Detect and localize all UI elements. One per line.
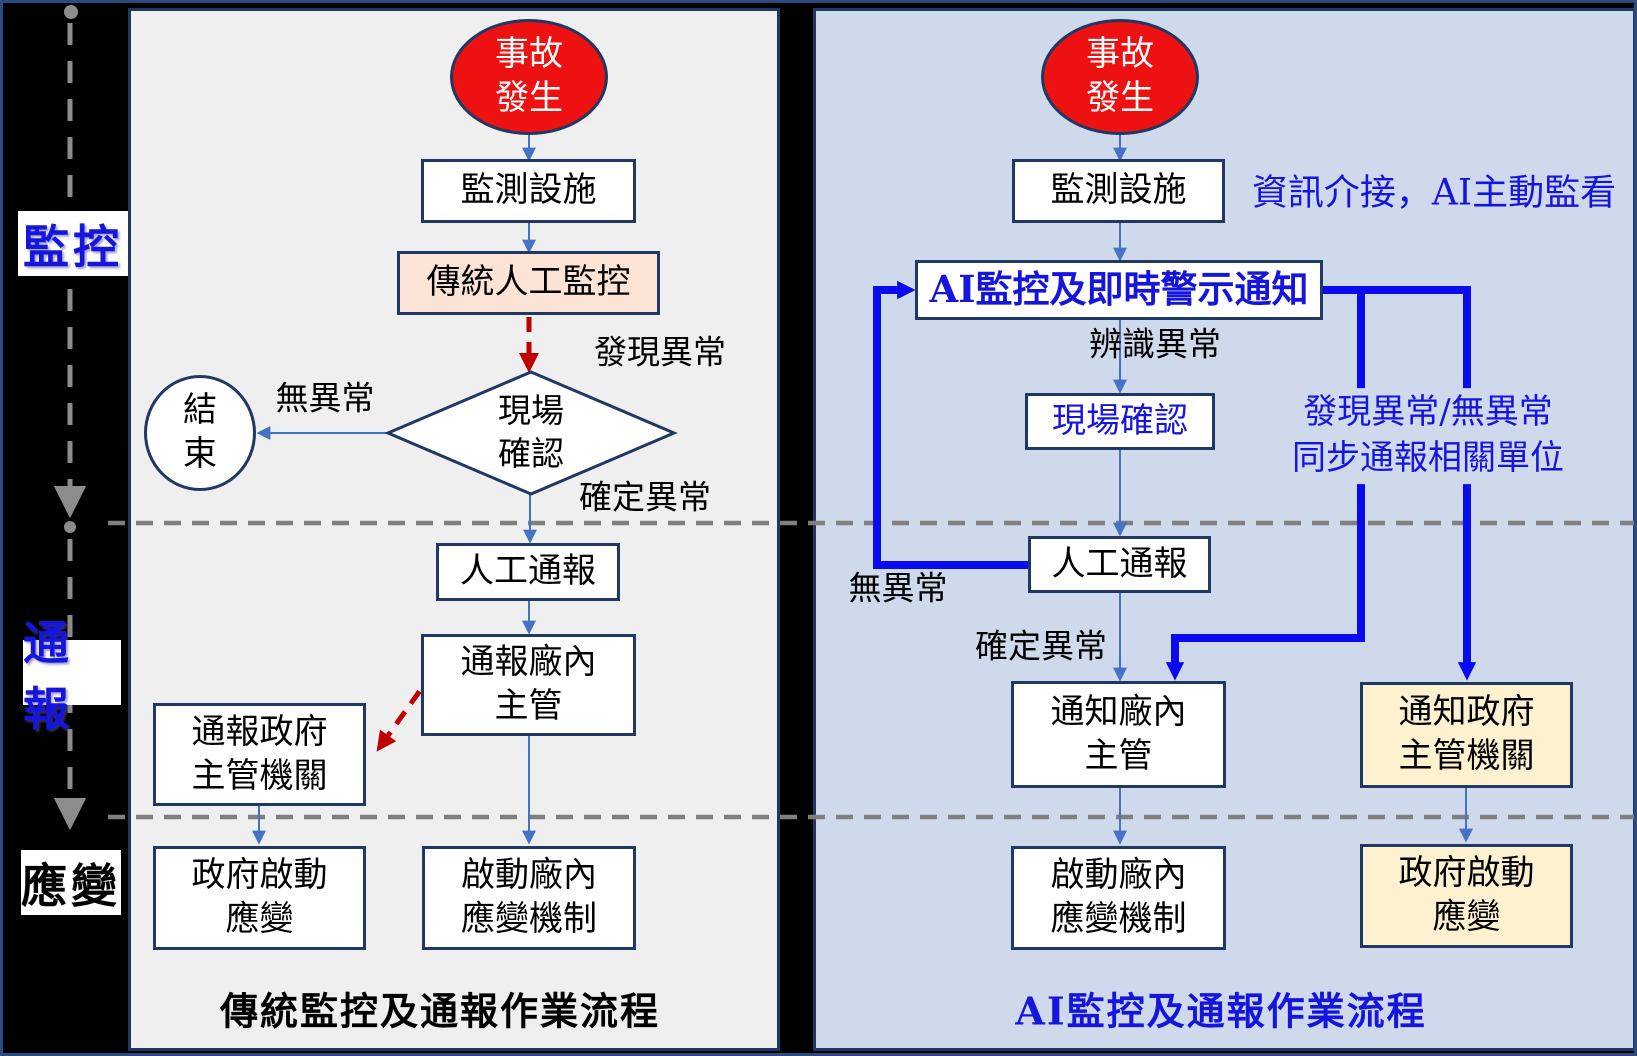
r-thick-loop-report-to-ai (873, 280, 1028, 569)
r-plant-response-node: 啟動廠內 應變機制 (1011, 846, 1226, 950)
l-found-abnormal-label: 發現異常 (594, 332, 726, 372)
r-confirmed-abnormal-label: 確定異常 (975, 626, 1107, 666)
l-monitor-facility-node: 監測設施 (421, 159, 636, 223)
r-incident-node: 事故 發生 (1041, 19, 1199, 135)
timeline-label-response: 應變 (21, 850, 121, 915)
l-plant-response-node: 啟動廠內 應變機制 (422, 846, 636, 950)
l-manual-monitoring-node: 傳統人工監控 (397, 251, 660, 315)
r-ai-monitor-node: AI監控及即時警示通知 (915, 260, 1323, 320)
r-ai-note-label: 資訊介接，AI主動監看 (1251, 172, 1617, 214)
l-panel-title: 傳統監控及通報作業流程 (219, 988, 661, 1034)
timeline-start-dot (64, 5, 78, 19)
l-incident-line1: 事故 (495, 34, 563, 75)
l-end-node: 結 束 (144, 375, 256, 491)
r-no-abnormal-label: 無異常 (848, 568, 948, 608)
l-gov-response-node: 政府啟動 應變 (153, 846, 366, 950)
l-confirmed-abnormal-label: 確定異常 (579, 477, 711, 517)
l-site-confirm-diamond (384, 370, 678, 496)
r-sync-note-label: 發現異常/無異常 同步通報相關單位 (1286, 388, 1570, 484)
r-manual-report-node: 人工通報 (1028, 536, 1211, 593)
timeline-label-monitoring: 監控 (18, 211, 128, 276)
r-identify-abnormal-label: 辨識異常 (1089, 324, 1221, 364)
timeline-mid-dot (64, 521, 76, 533)
l-manual-report-node: 人工通報 (436, 543, 620, 601)
r-thick-ai-to-gov (1323, 286, 1477, 681)
l-no-abnormal-label: 無異常 (275, 378, 375, 418)
r-ai-monitor-text: AI監控及即時警示通知 (929, 267, 1309, 312)
timeline-label-reporting: 通報 (23, 616, 121, 736)
l-site-confirm-text: 現場 確認 (498, 391, 564, 473)
r-notify-plant-supervisor-node: 通知廠內 主管 (1011, 681, 1226, 788)
r-panel-title: AI監控及通報作業流程 (1015, 988, 1427, 1034)
l-incident-line2: 發生 (495, 78, 563, 118)
r-monitor-facility-node: 監測設施 (1012, 159, 1225, 223)
l-notify-government-node: 通報政府 主管機關 (153, 703, 366, 806)
r-site-confirm-node: 現場確認 (1025, 393, 1215, 450)
r-gov-response-node: 政府啟動 應變 (1360, 844, 1573, 948)
r-notify-government-node: 通知政府 主管機關 (1360, 682, 1573, 788)
l-notify-plant-supervisor-node: 通報廠內 主管 (421, 634, 636, 736)
l-incident-node: 事故 發生 (450, 19, 608, 135)
